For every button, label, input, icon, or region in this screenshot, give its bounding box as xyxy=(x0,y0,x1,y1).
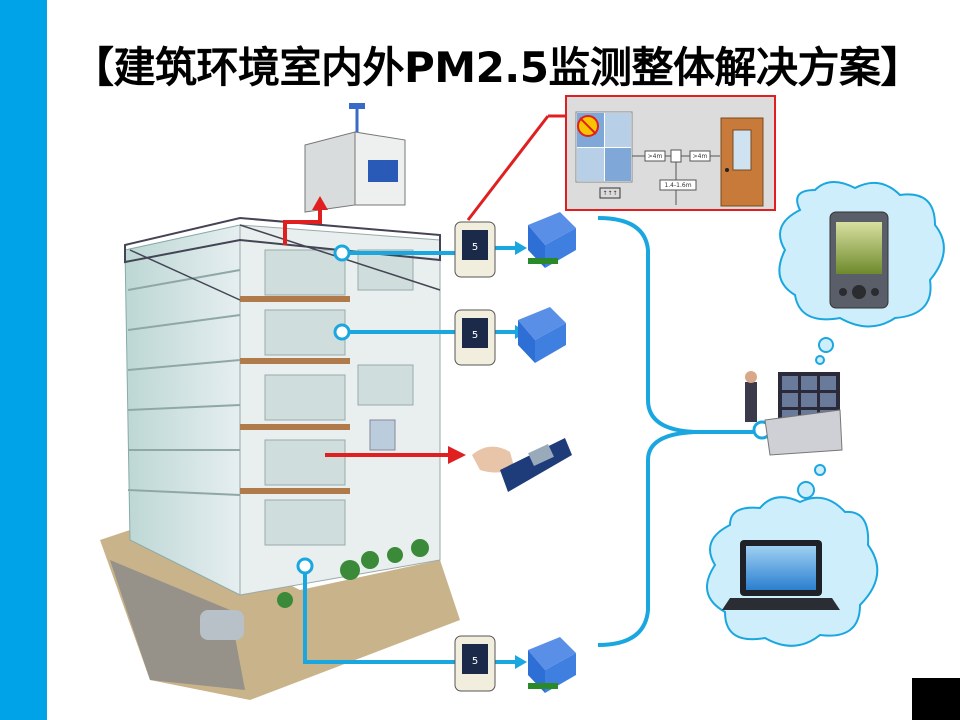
sensor-mini xyxy=(670,149,682,163)
height-label: 1.4-1.6m xyxy=(664,182,691,189)
pm25-monitor-1: 5 xyxy=(454,221,496,278)
car xyxy=(200,610,244,640)
converter-module-2 xyxy=(518,307,566,363)
pm25-monitor-3: 5 xyxy=(454,635,496,692)
outdoor-cabinet xyxy=(304,103,406,213)
svg-text:5: 5 xyxy=(472,656,478,667)
corner-block xyxy=(912,678,960,720)
page-title: 【建筑环境室内外PM2.5监测整体解决方案】 xyxy=(72,43,922,92)
converter-module-1 xyxy=(528,212,576,268)
blue-connectors xyxy=(303,246,515,664)
svg-text:5: 5 xyxy=(472,330,478,341)
installation-diagram: >4m >4m 1.4-1.6m ↑↑↑ xyxy=(565,95,776,211)
laptop-cloud xyxy=(706,464,879,647)
ramp xyxy=(110,560,245,690)
left-accent-bar xyxy=(0,0,47,720)
building-illustration xyxy=(100,216,460,700)
pm25-monitor-2: 5 xyxy=(454,309,496,366)
aggregation-bracket xyxy=(597,216,696,647)
distance-left-label: >4m xyxy=(648,153,663,160)
cabinet-module xyxy=(368,160,398,182)
handheld-meter xyxy=(472,438,572,492)
svg-text:↑↑↑: ↑↑↑ xyxy=(602,190,617,197)
callout-line xyxy=(466,115,550,221)
converter-module-3 xyxy=(528,637,576,693)
connection-nodes xyxy=(296,244,772,575)
svg-text:5: 5 xyxy=(472,242,478,253)
control-center xyxy=(745,371,843,456)
pda-cloud xyxy=(778,181,945,365)
roof-to-cabinet-arrow xyxy=(283,208,322,245)
distance-right-label: >4m xyxy=(693,153,708,160)
